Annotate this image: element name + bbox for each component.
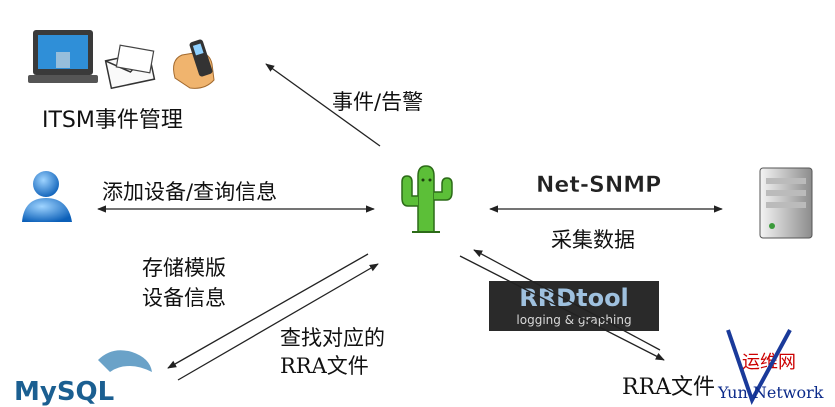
envelope-icon — [104, 44, 156, 90]
watermark-cn: 运维网 — [742, 352, 796, 373]
arrow-to-rra — [459, 255, 665, 361]
user-icon — [22, 171, 72, 222]
mysql-logo: MySQL — [14, 377, 114, 407]
arrow-from-rra — [473, 249, 661, 351]
monitor-icon — [28, 30, 98, 83]
watermark-v-mark — [726, 329, 792, 405]
watermark: 运维网 Yun Network — [717, 329, 824, 405]
find-rra-label-1: 查找对应的 — [280, 326, 385, 350]
cactus-icon — [401, 165, 453, 233]
itsm-label: ITSM事件管理 — [42, 108, 183, 133]
connectors — [97, 63, 723, 381]
store-template-label: 存储模版 — [142, 256, 226, 280]
rrdtool-subtitle: logging & graphing — [516, 313, 631, 327]
watermark-en: Yun Network — [717, 383, 824, 402]
arrow-store-to-mysql — [167, 253, 369, 369]
add-device-label: 添加设备/查询信息 — [102, 180, 278, 204]
arrow-find-from-mysql — [177, 263, 379, 381]
rrdtool-logo: RRDtool logging & graphing — [489, 281, 659, 331]
arrow-event-alarm — [265, 63, 381, 147]
collect-data-label: 采集数据 — [551, 228, 635, 252]
device-info-label: 设备信息 — [142, 286, 226, 310]
netsnmp-logo: Net-SNMP — [536, 173, 662, 199]
rrdtool-title: RRDtool — [519, 284, 629, 312]
phone-icon — [173, 39, 215, 89]
netsnmp-logo-text: Net-SNMP — [536, 173, 661, 198]
rra-file-label: RRA文件 — [622, 375, 716, 400]
find-rra-label-2: RRA文件 — [280, 354, 369, 378]
dolphin-icon — [98, 350, 152, 372]
event-alarm-label: 事件/告警 — [332, 90, 424, 114]
server-icon — [759, 167, 813, 239]
